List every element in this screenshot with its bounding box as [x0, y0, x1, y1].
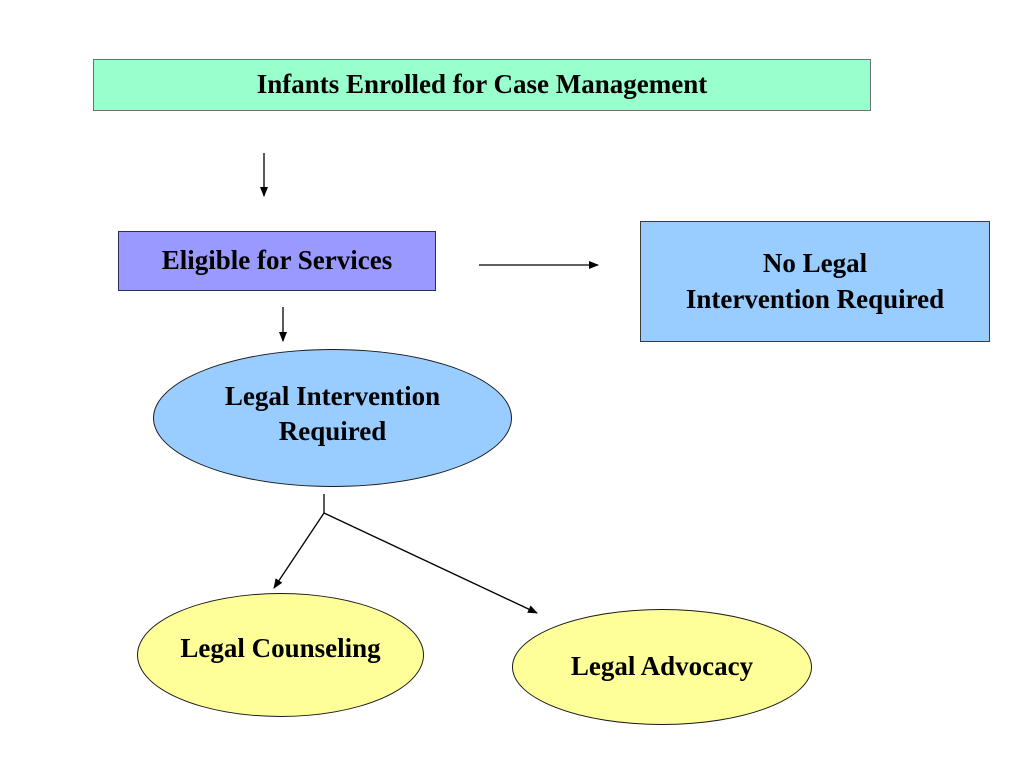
node-no-legal-label-line2: Intervention Required: [685, 283, 945, 314]
node-no-legal-label-line1: No Legal: [762, 248, 868, 279]
node-eligible-for-services: Eligible for Services: [118, 231, 436, 291]
node-legal-advocacy: Legal Advocacy: [512, 609, 812, 725]
node-infants-enrolled-label: Infants Enrolled for Case Management: [256, 69, 708, 100]
node-infants-enrolled: Infants Enrolled for Case Management: [93, 59, 871, 111]
node-advocacy-label: Legal Advocacy: [570, 651, 754, 682]
node-legal-counseling: Legal Counseling: [137, 593, 424, 717]
node-eligible-label: Eligible for Services: [161, 245, 393, 276]
node-required-label-line1: Legal Intervention: [224, 380, 441, 411]
node-no-legal-intervention: No Legal Intervention Required: [640, 221, 990, 342]
node-required-label-line2: Required: [278, 416, 387, 446]
arrow-required-to-counseling: [273, 512, 325, 589]
node-counseling-label: Legal Counseling: [180, 633, 381, 664]
node-legal-intervention-required: Legal Intervention Required: [153, 349, 512, 487]
arrow-required-to-advocacy: [323, 512, 538, 614]
